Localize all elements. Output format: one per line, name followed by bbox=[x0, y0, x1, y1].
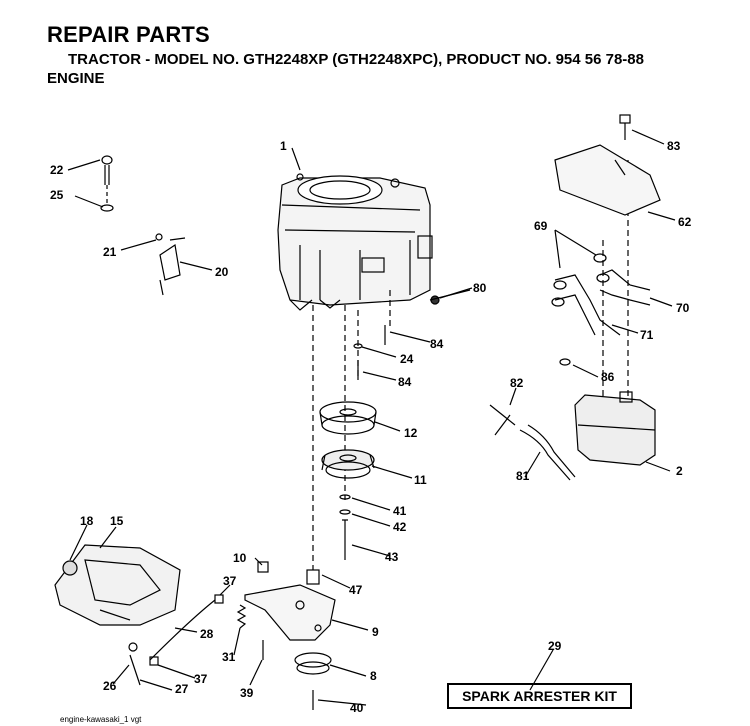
callout-9: 9 bbox=[372, 625, 379, 639]
callout-40: 40 bbox=[350, 701, 364, 715]
callout-12: 12 bbox=[404, 426, 418, 440]
callout-22: 22 bbox=[50, 163, 64, 177]
callout-42: 42 bbox=[393, 520, 407, 534]
clutch-drawing bbox=[321, 449, 375, 479]
callout-81: 81 bbox=[516, 469, 530, 483]
callout-47: 47 bbox=[349, 583, 363, 597]
callout-83: 83 bbox=[667, 139, 681, 153]
callout-2: 2 bbox=[676, 464, 683, 478]
callout-25: 25 bbox=[50, 188, 64, 202]
callout-10: 10 bbox=[233, 551, 247, 565]
callout-62: 62 bbox=[678, 215, 692, 229]
engine-drawing bbox=[277, 173, 471, 311]
section-title: ENGINE bbox=[47, 70, 105, 87]
page-title: REPAIR PARTS bbox=[47, 22, 210, 47]
callout-24: 24 bbox=[400, 352, 414, 366]
callout-39: 39 bbox=[240, 686, 254, 700]
callout-29: 29 bbox=[548, 639, 562, 653]
callout-82: 82 bbox=[510, 376, 524, 390]
callout-31: 31 bbox=[222, 650, 236, 664]
callout-37a: 37 bbox=[223, 574, 237, 588]
callout-28: 28 bbox=[200, 627, 214, 641]
callout-84b: 84 bbox=[398, 375, 412, 389]
callout-69: 69 bbox=[534, 219, 548, 233]
spark-arrester-kit-label: SPARK ARRESTER KIT bbox=[447, 683, 632, 709]
bracket-drawing bbox=[244, 561, 336, 641]
callout-27: 27 bbox=[175, 682, 189, 696]
callout-numbers: 1 2 8 9 10 11 12 15 18 20 21 22 24 25 26… bbox=[50, 139, 692, 715]
callout-70: 70 bbox=[676, 301, 690, 315]
callout-84a: 84 bbox=[430, 337, 444, 351]
footer-filename: engine-kawasaki_1 vgt bbox=[60, 715, 142, 724]
callout-37b: 37 bbox=[194, 672, 208, 686]
callout-71: 71 bbox=[640, 328, 654, 342]
cover-drawing bbox=[54, 544, 181, 626]
callout-43: 43 bbox=[385, 550, 399, 564]
callout-1: 1 bbox=[280, 139, 287, 153]
muffler-drawing bbox=[574, 391, 656, 466]
callout-18: 18 bbox=[80, 514, 94, 528]
pulley-drawing bbox=[319, 401, 377, 435]
callout-21: 21 bbox=[103, 245, 117, 259]
callout-20: 20 bbox=[215, 265, 229, 279]
model-subtitle: TRACTOR - MODEL NO. GTH2248XP (GTH2248XP… bbox=[68, 51, 644, 68]
callout-15: 15 bbox=[110, 514, 124, 528]
callout-11: 11 bbox=[414, 473, 427, 487]
callout-8: 8 bbox=[370, 669, 377, 683]
callout-80: 80 bbox=[473, 281, 487, 295]
callout-86: 86 bbox=[601, 370, 615, 384]
callout-41: 41 bbox=[393, 504, 407, 518]
callout-26: 26 bbox=[103, 679, 117, 693]
